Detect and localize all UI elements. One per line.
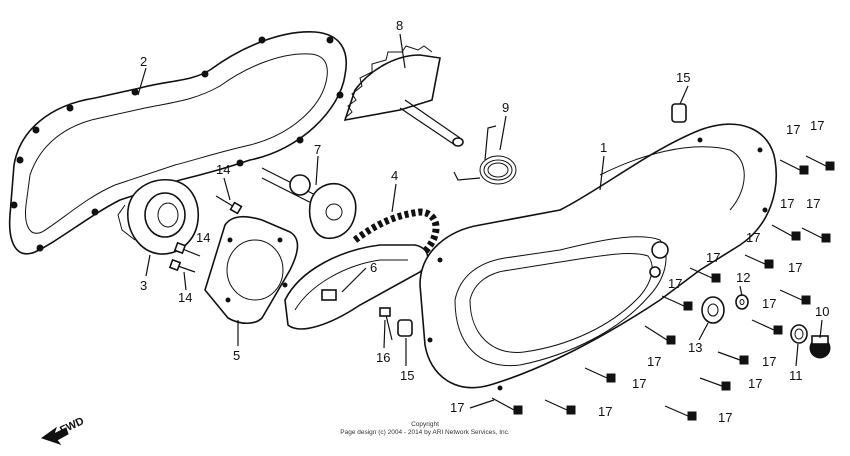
callout-16: 16: [376, 350, 390, 365]
bolt-part-16: [379, 307, 393, 341]
callout-14-b: 14: [196, 230, 210, 245]
copyright-notice: Copyright Page design (c) 2004 - 2014 by…: [340, 421, 510, 436]
bolt-part-17: [699, 377, 731, 391]
bolt-part-17: [491, 397, 523, 415]
leader-lines: [137, 33, 823, 409]
callout-1: 1: [600, 140, 607, 155]
gear-shaft-part-7: [261, 167, 357, 240]
callout-17: 17: [748, 376, 762, 391]
chain-guide-part-6: [284, 244, 429, 330]
callout-17: 17: [647, 354, 661, 369]
callout-17: 17: [780, 196, 794, 211]
callout-13: 13: [688, 340, 702, 355]
callout-17: 17: [632, 376, 646, 391]
callout-17: 17: [762, 354, 776, 369]
callout-15-lower: 15: [400, 368, 414, 383]
callout-17: 17: [806, 196, 820, 211]
cap-part-10: [809, 335, 831, 359]
callouts: 1 2 3 4 5 6 7 8 9 10 11 12 13 14 14 14 1…: [140, 18, 829, 425]
bolt-part-17: [661, 295, 693, 311]
callout-7: 7: [314, 142, 321, 157]
collar-part-15-lower: [397, 319, 413, 337]
callout-14-c: 14: [178, 290, 192, 305]
bolt-part-17: [744, 254, 774, 269]
callout-17: 17: [786, 122, 800, 137]
washer-part-12: [735, 294, 749, 310]
copyright-line-2: Page design (c) 2004 - 2014 by ARI Netwo…: [340, 429, 510, 436]
callout-5: 5: [233, 348, 240, 363]
callout-17: 17: [810, 118, 824, 133]
gasket-part-2: [8, 31, 347, 255]
bolt-part-14-a: [215, 195, 243, 215]
callout-10: 10: [815, 304, 829, 319]
callout-17: 17: [788, 260, 802, 275]
callout-14-a: 14: [216, 162, 230, 177]
bolt-part-14-b: [173, 241, 201, 257]
sector-gear-part-8: [343, 45, 464, 147]
bolt-part-17: [689, 267, 721, 283]
callout-17: 17: [450, 400, 464, 415]
ring-part-11: [790, 324, 808, 344]
collar-part-15-upper: [671, 103, 687, 123]
bolt-part-17: [771, 224, 801, 241]
bolt-part-14-c: [168, 258, 196, 273]
callout-8: 8: [396, 18, 403, 33]
gear-housing-part-3: [117, 179, 199, 255]
callout-17: 17: [746, 230, 760, 245]
callout-3: 3: [140, 278, 147, 293]
bolt-part-17: [544, 399, 576, 415]
bolt-part-17: [584, 367, 616, 383]
callout-17: 17: [706, 250, 720, 265]
callout-9: 9: [502, 100, 509, 115]
bolt-part-17: [805, 155, 835, 171]
bolt-part-17: [751, 319, 783, 335]
copyright-line-1: Copyright: [411, 421, 439, 428]
seal-part-13: [701, 296, 725, 324]
fwd-label: FWD: [58, 415, 86, 436]
plate-part-5: [204, 215, 299, 325]
callout-12: 12: [736, 270, 750, 285]
bolt-part-17: [664, 405, 697, 421]
callout-15-upper: 15: [676, 70, 690, 85]
bolt-group-part-17: [491, 155, 835, 421]
crankcase-cover-part-1: [419, 123, 778, 391]
callout-11: 11: [789, 368, 803, 383]
callout-4: 4: [391, 168, 398, 183]
bolt-part-17: [801, 227, 831, 243]
callout-17: 17: [718, 410, 732, 425]
callout-17: 17: [762, 296, 776, 311]
fwd-arrow: FWD: [40, 415, 86, 445]
bolt-part-17: [779, 159, 809, 175]
spring-part-9: [453, 125, 517, 185]
bolt-part-17: [779, 289, 811, 305]
callout-6: 6: [370, 260, 377, 275]
callout-17: 17: [668, 276, 682, 291]
bolt-part-17: [717, 351, 749, 365]
callout-17: 17: [598, 404, 612, 419]
callout-2: 2: [140, 54, 147, 69]
bolt-part-17: [644, 325, 676, 345]
